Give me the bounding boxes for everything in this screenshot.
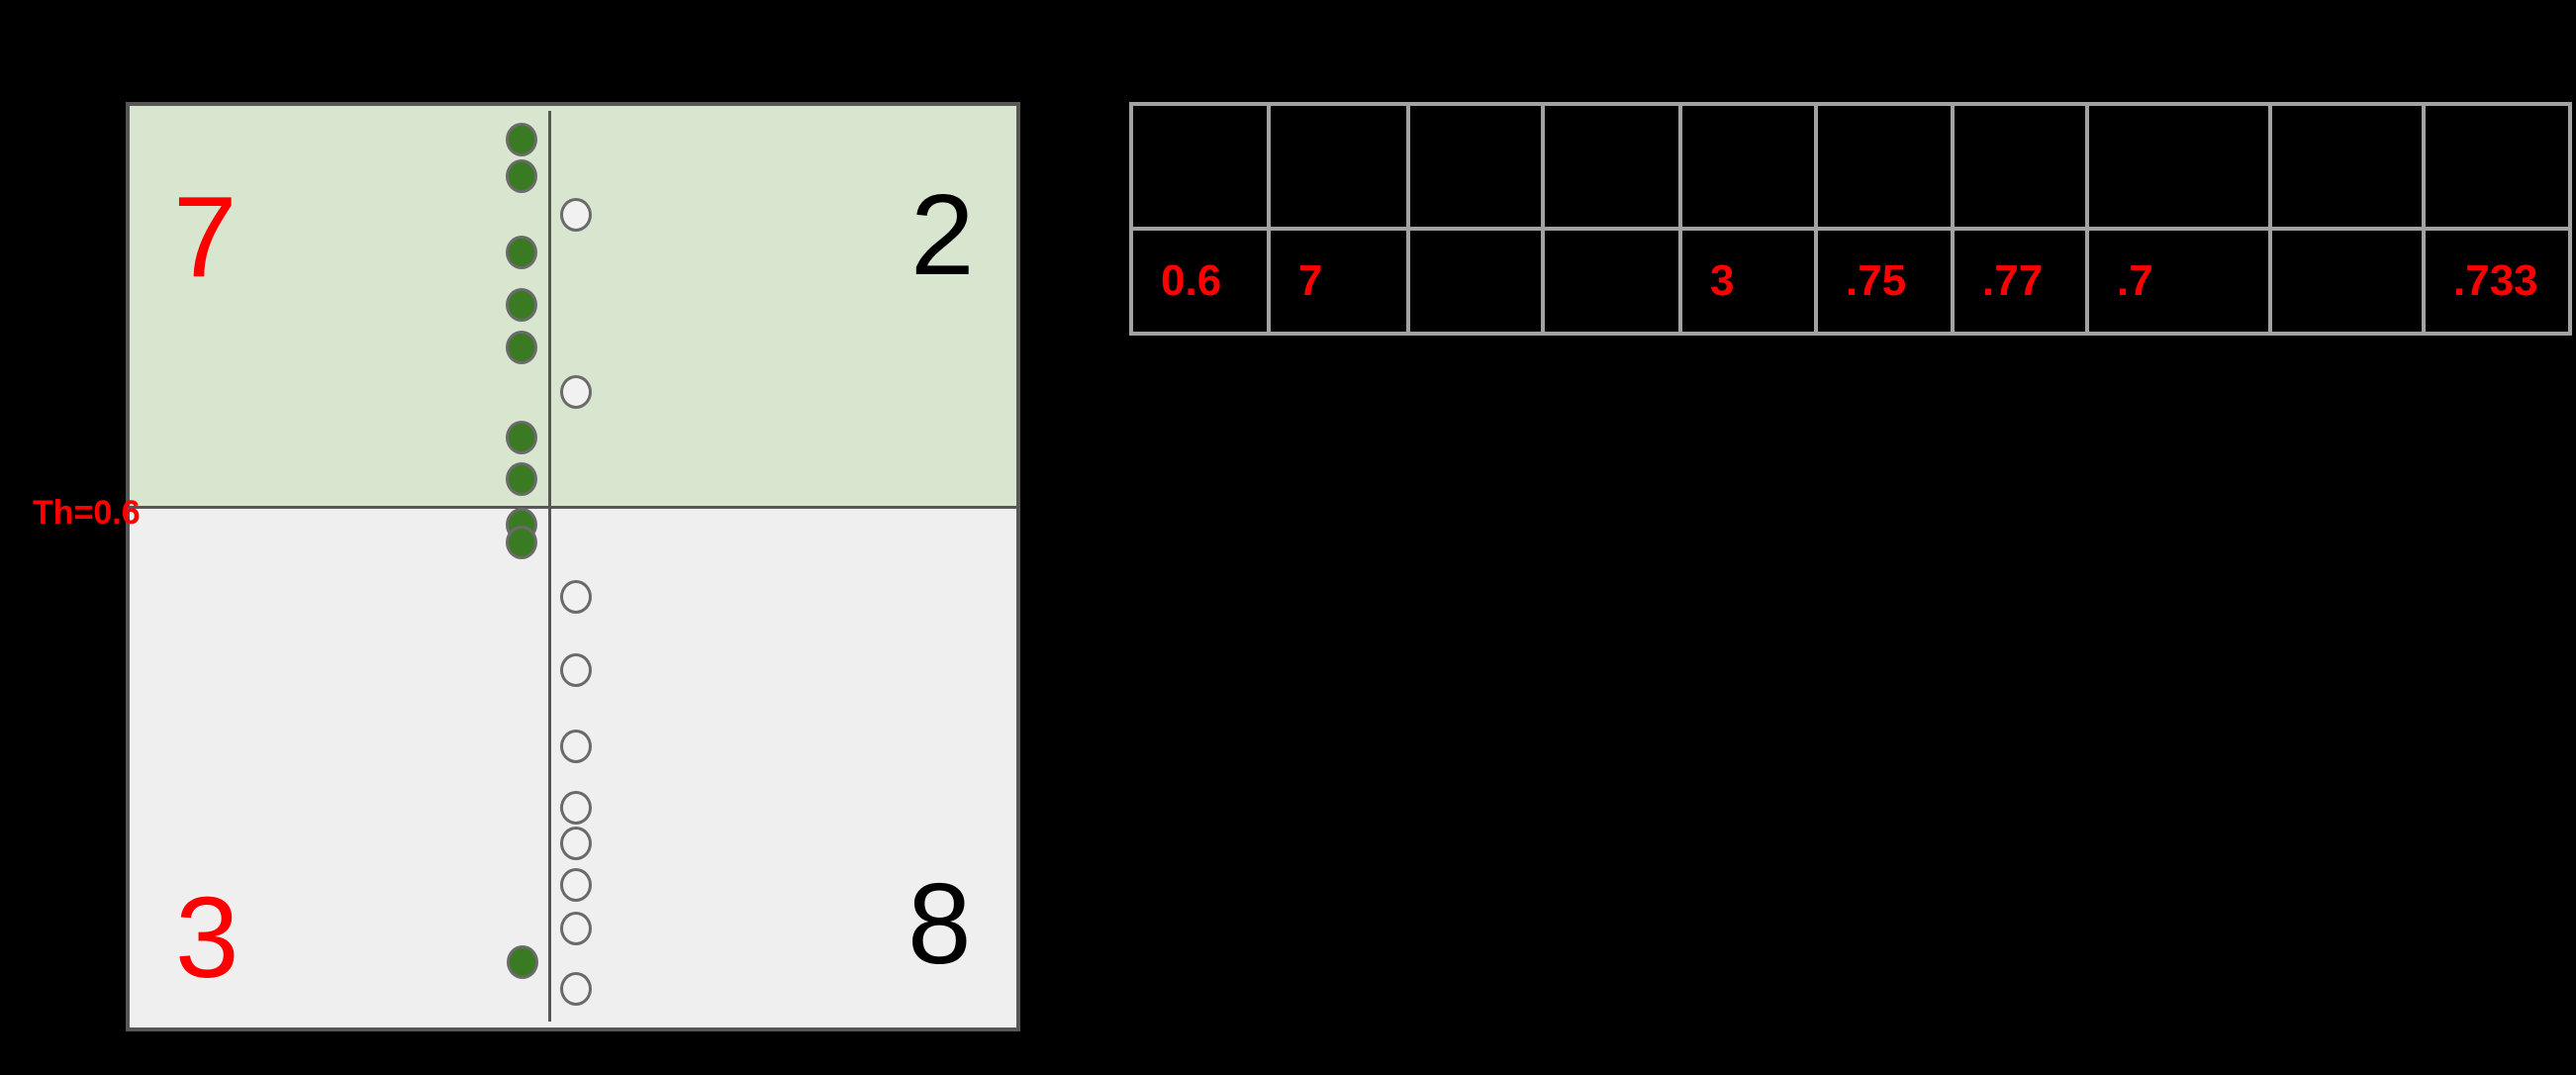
decision-plot: 7 2 3 8 — [126, 102, 1020, 1031]
negative-dot — [560, 653, 592, 687]
positive-region — [130, 106, 1016, 508]
positive-dot — [506, 236, 537, 269]
header-cell — [1129, 102, 1271, 231]
header-cell — [1267, 102, 1410, 231]
header-cell — [1678, 102, 1818, 231]
negative-dot — [560, 868, 592, 902]
header-cell — [1814, 102, 1955, 231]
positive-dot — [506, 331, 537, 364]
value-cell: 7 — [1267, 227, 1410, 336]
negative-dot — [560, 580, 592, 614]
header-cell — [1541, 102, 1682, 231]
negative-dot — [560, 827, 592, 860]
positive-dot — [506, 462, 537, 496]
threshold-label: Th=0.6 — [33, 494, 141, 532]
negative-dot — [560, 972, 592, 1006]
count-true-negative: 8 — [907, 859, 972, 988]
value-cell: .733 — [2422, 227, 2572, 336]
header-cell — [2085, 102, 2272, 231]
header-cell — [2268, 102, 2426, 231]
positive-dot — [507, 945, 538, 979]
positive-dot — [506, 526, 537, 559]
value-cell: .7 — [2085, 227, 2272, 336]
count-true-positive: 7 — [173, 172, 238, 301]
value-cell — [2268, 227, 2426, 336]
header-cell — [1951, 102, 2089, 231]
negative-dot — [560, 730, 592, 763]
count-false-positive: 2 — [910, 170, 975, 299]
negative-dot — [560, 198, 592, 232]
positive-dot — [506, 288, 537, 322]
header-cell — [2422, 102, 2572, 231]
threshold-line — [130, 506, 1016, 509]
negative-dot — [560, 912, 592, 945]
header-cell — [1406, 102, 1545, 231]
value-cell: .75 — [1814, 227, 1955, 336]
value-cell: .77 — [1951, 227, 2089, 336]
negative-dot — [560, 375, 592, 409]
positive-dot — [506, 421, 537, 454]
value-cell — [1406, 227, 1545, 336]
decision-boundary-line — [548, 111, 551, 1022]
value-cell: 3 — [1678, 227, 1818, 336]
negative-dot — [560, 791, 592, 825]
positive-dot — [506, 159, 537, 193]
count-false-negative: 3 — [175, 873, 239, 1002]
value-cell: 0.6 — [1129, 227, 1271, 336]
positive-dot — [506, 123, 537, 156]
value-cell — [1541, 227, 1682, 336]
header-row — [1129, 102, 2572, 231]
